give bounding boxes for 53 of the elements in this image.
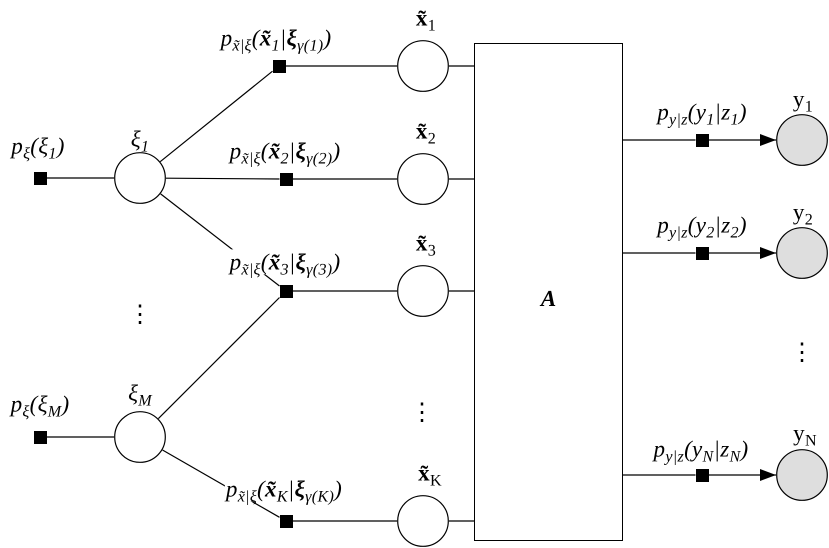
vertical-ellipsis: ⋮ bbox=[410, 400, 434, 424]
connector-line bbox=[449, 520, 474, 522]
factor-square bbox=[34, 430, 46, 444]
factor-square bbox=[696, 134, 708, 146]
connector-line bbox=[160, 70, 273, 162]
observed-variable-circle bbox=[776, 227, 828, 279]
variable-label: y$_{2}$ bbox=[792, 199, 814, 225]
connector-line bbox=[292, 520, 397, 522]
connector-line bbox=[449, 290, 474, 292]
arrow bbox=[708, 469, 776, 481]
connector-line bbox=[623, 139, 696, 141]
factor-square bbox=[34, 172, 46, 184]
connector-line bbox=[46, 177, 114, 179]
factor-label: p$_{ξ}$(ξ$_{M}$) bbox=[10, 391, 70, 417]
connector-line bbox=[449, 65, 474, 67]
connector-line bbox=[158, 297, 280, 420]
factor-square bbox=[280, 514, 292, 528]
observed-variable-circle bbox=[776, 449, 828, 501]
connector-line bbox=[166, 178, 280, 180]
factor-label: p$_{ξ}$(ξ$_{1}$) bbox=[10, 133, 66, 159]
connector-line bbox=[623, 252, 696, 254]
vertical-ellipsis: ⋮ bbox=[128, 302, 152, 326]
connector-line bbox=[292, 290, 397, 292]
factor-square bbox=[272, 60, 286, 72]
variable-label: y$_{1}$ bbox=[792, 86, 814, 112]
connector-line bbox=[449, 178, 474, 180]
variable-circle bbox=[397, 40, 449, 92]
connector-line bbox=[46, 436, 114, 438]
variable-circle bbox=[397, 153, 449, 205]
matrix-box bbox=[474, 43, 623, 541]
arrow bbox=[708, 247, 776, 259]
variable-circle bbox=[114, 411, 166, 463]
observed-variable-circle bbox=[776, 114, 828, 166]
variable-label: ξ$_{M}$ bbox=[127, 380, 153, 406]
vertical-ellipsis: ⋮ bbox=[790, 340, 814, 364]
connector-line bbox=[286, 65, 397, 67]
factor-square bbox=[280, 284, 292, 298]
variable-label: x̃$_{K}$ bbox=[417, 460, 443, 486]
factor-square bbox=[280, 172, 292, 186]
variable-label: ξ$_{1}$ bbox=[130, 126, 150, 152]
connector-line bbox=[623, 474, 696, 476]
variable-label: x̃$_{2}$ bbox=[414, 118, 438, 144]
factor-square bbox=[696, 246, 708, 260]
factor-square bbox=[696, 468, 708, 482]
variable-circle bbox=[397, 265, 449, 317]
matrix-label: A bbox=[540, 286, 556, 310]
variable-label: x̃$_{1}$ bbox=[414, 5, 438, 31]
variable-circle bbox=[114, 152, 166, 204]
variable-label: y$_{N}$ bbox=[792, 420, 818, 446]
arrow bbox=[708, 134, 776, 146]
variable-label: x̃$_{3}$ bbox=[414, 230, 438, 256]
variable-circle bbox=[397, 495, 449, 547]
connector-line bbox=[292, 178, 397, 180]
